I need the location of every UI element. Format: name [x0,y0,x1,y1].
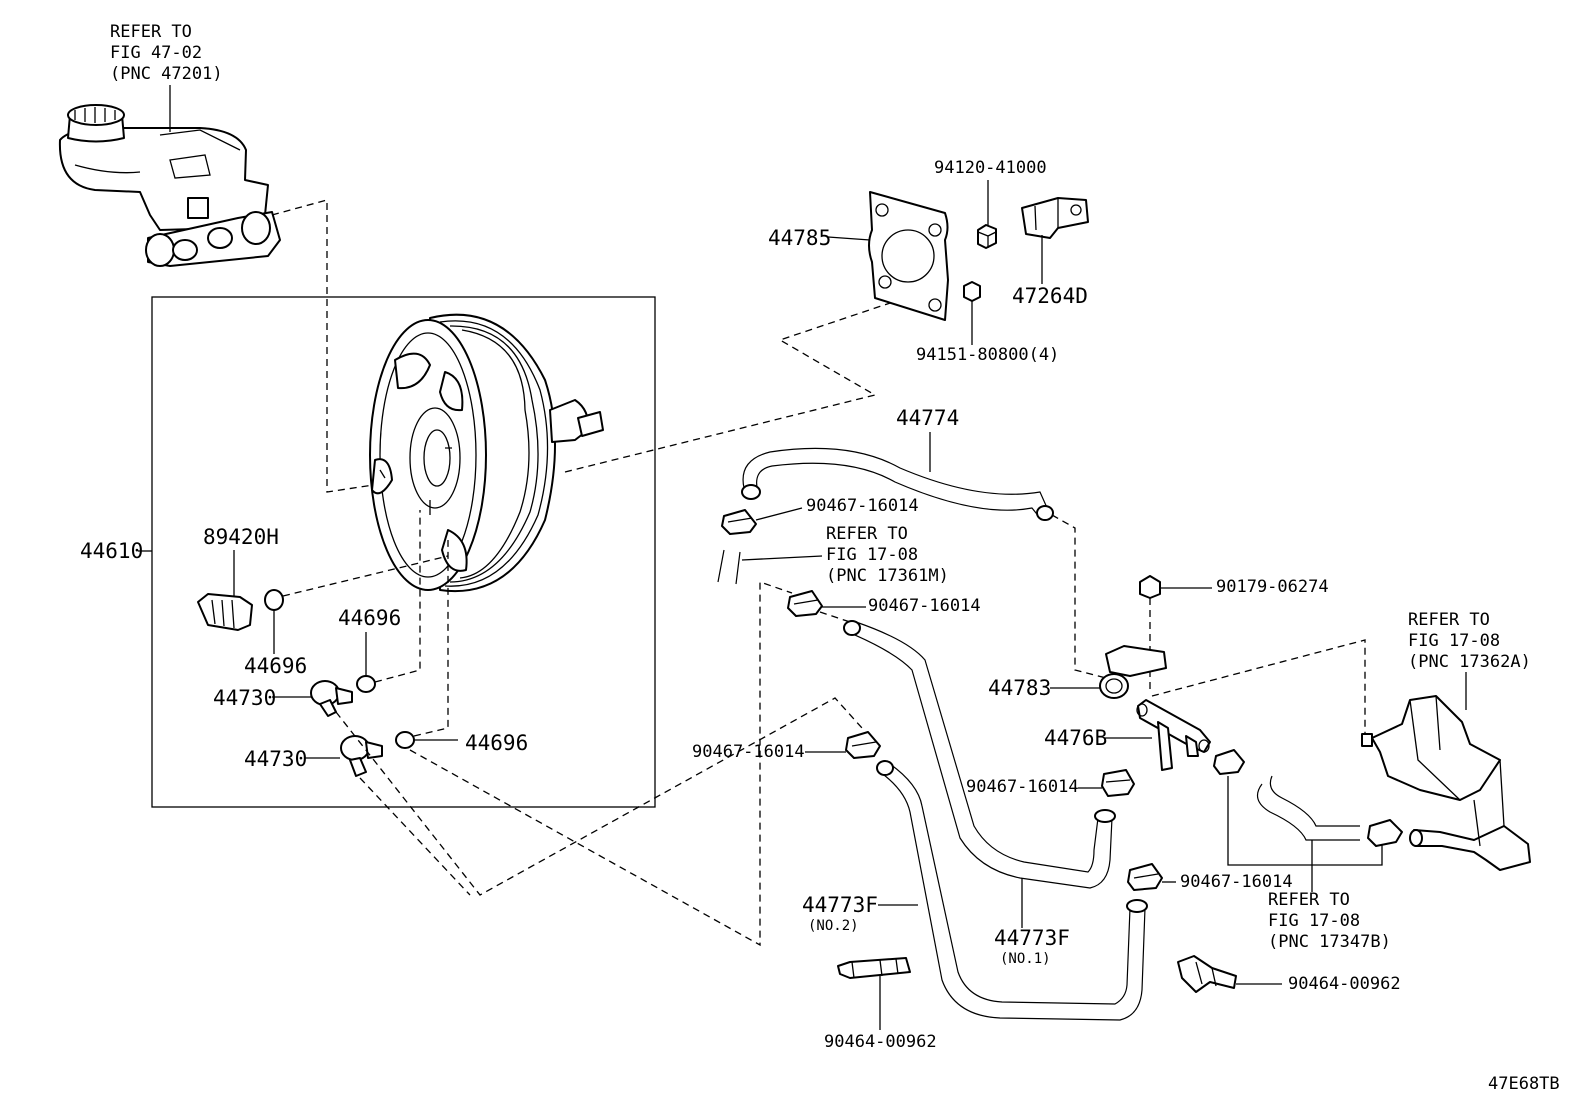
master-cylinder-reservoir [58,104,281,267]
label-89420h: 89420H [203,525,279,549]
dashed-clamp-b [819,611,851,623]
label-90467-16014-a: 90467-16014 [806,496,919,516]
check-valve-44730-a [310,680,353,717]
dashed-44783-ref [1151,639,1366,735]
label-90464-00962-a: 90464-00962 [824,1032,937,1052]
hose-stub-17361m [717,549,741,585]
bracket-47264d [1021,197,1089,239]
check-valve-44730-b [340,735,383,777]
brake-booster [369,313,604,593]
dashed-grommet-b [374,510,421,683]
nut-94151 [963,281,981,302]
leader-ref-17361m [741,555,823,561]
grommet-44696-a [264,589,284,611]
label-44610: 44610 [80,539,144,563]
dashed-44774-44783 [1051,514,1107,679]
label-44783: 44783 [988,676,1052,700]
clamp-90467-a [721,509,757,535]
label-90467-16014-d: 90467-16014 [966,777,1079,797]
clamp-90467-b [787,590,823,617]
clamp-right [1213,749,1245,775]
clamp-90467-d [1101,769,1135,797]
label-no2: (NO.2) [808,918,859,934]
ref-17362a: REFER TO FIG 17-08 (PNC 17362A) [1408,610,1531,672]
label-44773f-no1: 44773F [994,926,1070,950]
connector-4476b [1136,699,1211,771]
bracket-line-17347b [1227,776,1383,866]
ref-17361m: REFER TO FIG 17-08 (PNC 17361M) [826,524,949,586]
label-44730-b: 44730 [244,747,308,771]
leader-90467-a [755,507,803,521]
dashed-valve-b [359,777,471,896]
grommet-44696-b [356,675,376,693]
hose-44773f-no2 [876,760,1148,1021]
label-47264d: 47264D [1012,284,1088,308]
dashed-valve-a [335,697,863,896]
label-4476b: 4476B [1044,726,1108,750]
leader-44785 [827,236,871,241]
gasket-plate [868,191,949,321]
clip-90464-a [837,957,911,979]
label-90179-06274: 90179-06274 [1216,577,1329,597]
grommet-44696-c [395,731,415,749]
label-90467-16014-c: 90467-16014 [692,742,805,762]
dashed-booster-gasket [564,297,906,473]
label-90467-16014-b: 90467-16014 [868,596,981,616]
hose-44773f-no1 [843,620,1116,889]
clamp-right-2 [1367,819,1403,847]
ref-master-cylinder: REFER TO FIG 47-02 (PNC 47201) [110,22,223,84]
assembly-box [151,296,656,808]
label-44696-b: 44696 [338,606,402,630]
bracket-44783 [1099,645,1167,699]
label-44730-a: 44730 [213,686,277,710]
label-90467-16014-e: 90467-16014 [1180,872,1293,892]
label-no1: (NO.1) [1000,951,1051,967]
clamp-90467-c [845,731,881,759]
label-44696-c: 44696 [465,731,529,755]
label-94120-41000: 94120-41000 [934,158,1047,178]
label-44785: 44785 [768,226,832,250]
clip-90464-b [1177,955,1237,993]
dashed-grommet-c [413,540,449,737]
hose-44774 [741,447,1054,521]
label-94151-80800: 94151-80800(4) [916,345,1060,365]
bracket-pipe-17362a [1361,695,1531,871]
dashed-grommet-a [282,555,449,597]
bolt-90179 [1139,575,1161,599]
sensor-89420h [197,593,253,631]
nut-94120 [977,224,997,249]
figure-code: 47E68TB [1488,1074,1560,1094]
clamp-90467-e [1127,863,1163,891]
label-44774: 44774 [896,406,960,430]
label-90464-00962-b: 90464-00962 [1288,974,1401,994]
label-44773f-no2: 44773F [802,893,878,917]
hose-17347b [1256,775,1360,841]
ref-17347b: REFER TO FIG 17-08 (PNC 17347B) [1268,890,1391,952]
label-44696-a: 44696 [244,654,308,678]
dashed-valve-c [409,581,793,947]
dashed-mc-booster [271,199,381,493]
